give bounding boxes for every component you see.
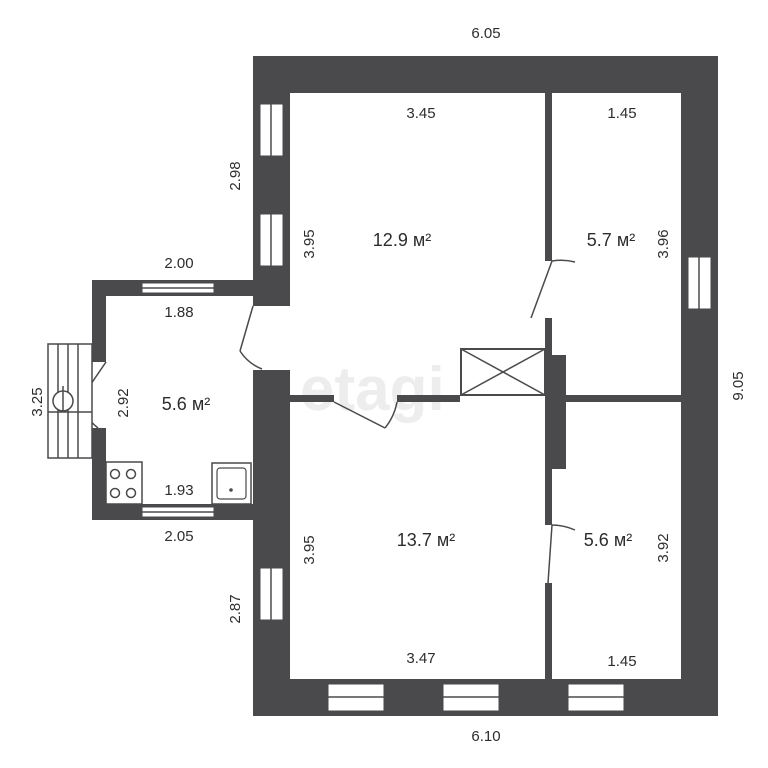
dim-top-right-room-width: 1.45 bbox=[607, 105, 636, 122]
porch-steps bbox=[47, 343, 93, 459]
dim-top-left-room-height: 3.95 bbox=[301, 229, 318, 258]
dim-upper-left-outer: 2.98 bbox=[227, 161, 244, 190]
dim-bottom-right-room-width: 1.45 bbox=[607, 653, 636, 670]
sink bbox=[211, 462, 252, 505]
dim-right-overall: 9.05 bbox=[730, 371, 747, 400]
dim-kitchen-height: 2.92 bbox=[115, 388, 132, 417]
dim-porch-height: 3.25 bbox=[29, 387, 46, 416]
dim-top-right-room-height: 3.96 bbox=[655, 229, 672, 258]
dim-kitchen-outer-bottom: 2.05 bbox=[164, 528, 193, 545]
dim-kitchen-inner-top: 1.88 bbox=[164, 304, 193, 321]
dim-kitchen-outer-top: 2.00 bbox=[164, 255, 193, 272]
room-top-left-area: 12.9 м² bbox=[373, 230, 431, 250]
dim-top-overall: 6.05 bbox=[471, 25, 500, 42]
stove bbox=[105, 461, 143, 505]
dim-bottom-overall: 6.10 bbox=[471, 728, 500, 745]
hatch bbox=[460, 348, 546, 396]
dim-bottom-left-room-width: 3.47 bbox=[406, 650, 435, 667]
dim-bottom-left-room-height: 3.95 bbox=[301, 535, 318, 564]
room-bottom-right-area: 5.6 м² bbox=[584, 530, 632, 550]
dim-bottom-right-room-height: 3.92 bbox=[655, 533, 672, 562]
room-top-right-area: 5.7 м² bbox=[587, 230, 635, 250]
kitchen-area: 5.6 м² bbox=[162, 394, 210, 414]
dim-top-left-room-width: 3.45 bbox=[406, 105, 435, 122]
watermark: etagi bbox=[300, 355, 445, 424]
room-bottom-left-area: 13.7 м² bbox=[397, 530, 455, 550]
dim-lower-left-outer: 2.87 bbox=[227, 594, 244, 623]
dim-kitchen-inner-bottom: 1.93 bbox=[164, 482, 193, 499]
windows bbox=[141, 103, 712, 712]
